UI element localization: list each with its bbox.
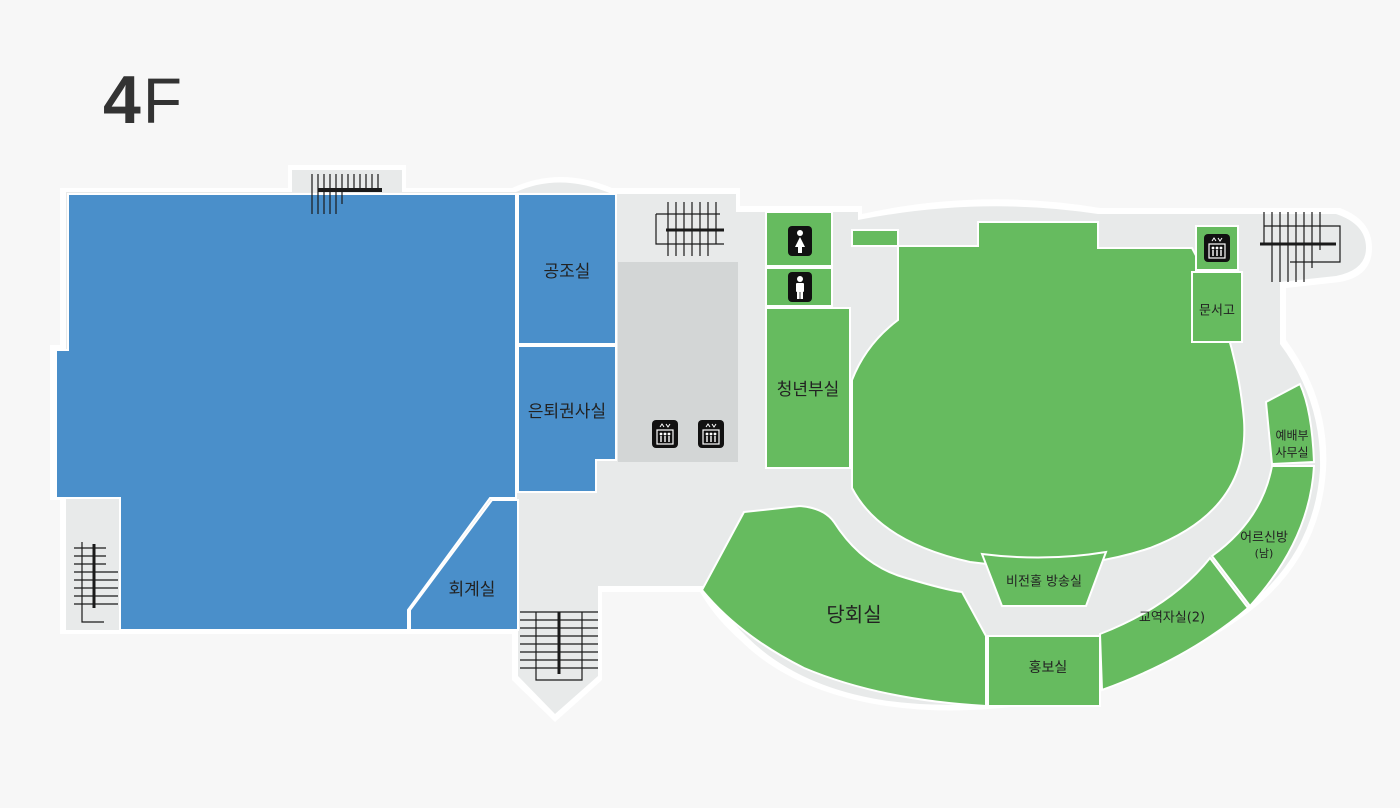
vision-broadcast-room[interactable] xyxy=(980,550,1108,607)
stairs-bottom-center xyxy=(520,611,598,681)
floor-label: 4F xyxy=(103,66,184,134)
floor-number: 4 xyxy=(103,62,143,138)
gongjo-room[interactable] xyxy=(517,193,617,345)
label-gongjo: 공조실 xyxy=(544,262,591,282)
large-hall-area[interactable] xyxy=(55,193,517,631)
room-labels: 공조실 은퇴권사실 회계실 청년부실 당회실 비전홀 방송실 홍보실 교역자실(… xyxy=(449,262,1309,676)
stairs-top-left xyxy=(311,174,382,214)
gyoyeok-room[interactable] xyxy=(1098,556,1250,692)
elevator-icon-2 xyxy=(698,420,724,448)
elevator-icon-3 xyxy=(1204,234,1230,262)
label-eoreun: 어르신방 xyxy=(1240,531,1288,546)
cheongnyeon-room[interactable] xyxy=(765,307,851,469)
male-restroom-icon xyxy=(788,272,812,302)
hongbo-room[interactable] xyxy=(987,635,1101,707)
eoreun-room[interactable] xyxy=(1210,465,1316,608)
female-restroom-icon xyxy=(788,226,812,256)
yebae-room[interactable] xyxy=(1264,382,1316,466)
label-yebae-sub: 사무실 xyxy=(1275,446,1308,460)
label-yebae: 예배부 xyxy=(1275,429,1308,443)
label-hongbo: 홍보실 xyxy=(1029,660,1068,676)
label-gyoyeok: 교역자실(2) xyxy=(1139,611,1205,626)
stairs-left-bottom xyxy=(74,542,118,623)
hoegye-room[interactable] xyxy=(409,499,519,631)
elevator-icon xyxy=(652,234,1230,448)
label-danghoe: 당회실 xyxy=(826,603,881,627)
label-cheongnyeon: 청년부실 xyxy=(777,380,840,400)
label-munseo: 문서고 xyxy=(1199,304,1235,319)
floor-suffix: F xyxy=(142,65,184,137)
stairs-right xyxy=(1260,212,1341,282)
label-eoreun-sub: (남) xyxy=(1255,547,1274,560)
stairs-icon xyxy=(74,174,1341,681)
label-euntoe: 은퇴권사실 xyxy=(528,402,606,422)
danghoe-room[interactable] xyxy=(700,504,987,708)
munseo-room[interactable] xyxy=(1191,271,1243,343)
euntoe-room[interactable] xyxy=(517,345,617,493)
stairs-center-top xyxy=(655,202,724,256)
label-vision-broadcast: 비전홀 방송실 xyxy=(1006,575,1082,590)
vision-hall[interactable] xyxy=(851,221,1246,568)
elevator-icon-1 xyxy=(652,420,678,448)
label-hoegye: 회계실 xyxy=(449,580,496,600)
